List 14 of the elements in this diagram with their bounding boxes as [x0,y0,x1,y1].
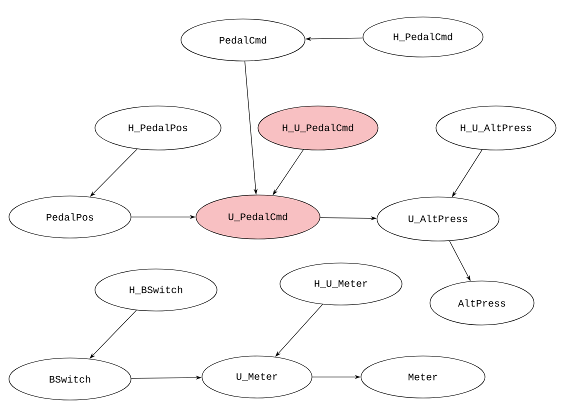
ellipse-node: U_Meter [202,356,312,398]
ellipse-node: AltPress [430,280,534,326]
ellipse-node: H_U_PedalCmd [258,106,378,150]
ellipse-node: U_AltPress [376,196,500,242]
ellipse-node: H_U_AltPress [436,106,556,150]
ellipse-node: H_BSwitch [94,268,218,312]
ellipse-node: Meter [360,356,486,398]
ellipse-node: U_PedalCmd [196,194,320,240]
ellipse-node: PedalPos [8,196,132,238]
ellipse-node: H_U_Meter [280,262,402,306]
ellipse-node: H_PedalPos [94,106,222,150]
ellipse-node: H_PedalCmd [362,16,484,58]
ellipse-node: PedalCmd [180,18,306,62]
ellipse-node: BSwitch [8,358,132,400]
